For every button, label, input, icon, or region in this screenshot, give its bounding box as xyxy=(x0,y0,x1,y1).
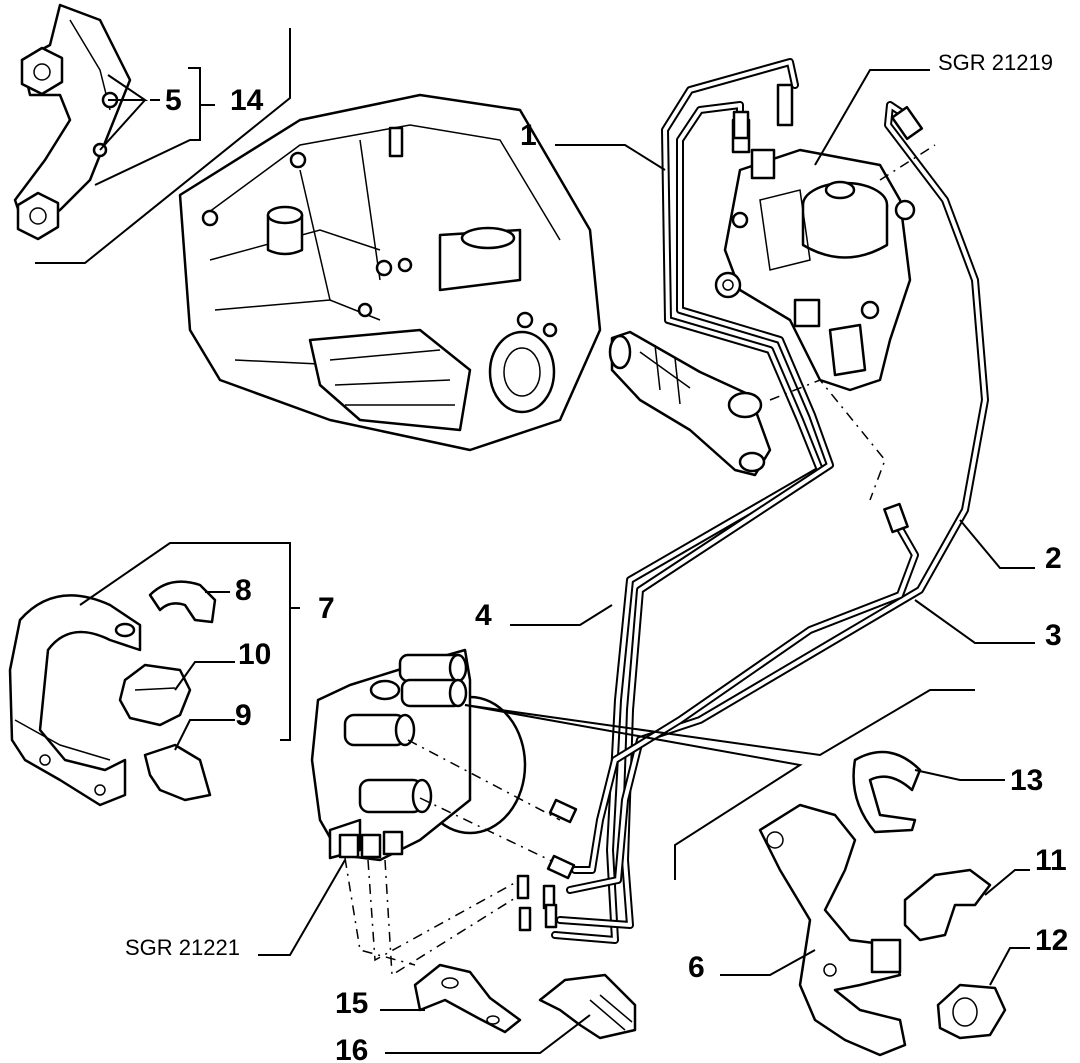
part-5-bracket xyxy=(13,3,132,241)
callout-10: 10 xyxy=(238,638,271,671)
reference-sgr-21219: SGR 21219 xyxy=(938,50,1053,75)
callout-13: 13 xyxy=(1010,764,1043,797)
callout-12: 12 xyxy=(1035,924,1068,957)
part-13-ring xyxy=(852,750,922,834)
callout-2: 2 xyxy=(1045,542,1062,575)
callout-11: 11 xyxy=(1035,844,1067,877)
callout-6: 6 xyxy=(688,951,705,984)
callout-14: 14 xyxy=(230,84,264,117)
part-8-clip xyxy=(148,580,217,624)
valve-block xyxy=(310,648,527,862)
callout-8: 8 xyxy=(235,574,252,607)
alignment-line xyxy=(879,144,936,181)
callout-1: 1 xyxy=(520,119,537,152)
gearbox-housing xyxy=(178,93,602,452)
callout-5: 5 xyxy=(165,84,182,117)
alignment-line xyxy=(419,797,561,866)
callout-16: 16 xyxy=(335,1034,368,1063)
callout-7: 7 xyxy=(318,592,335,625)
callout-15: 15 xyxy=(335,987,368,1020)
part-11-clip xyxy=(903,868,992,942)
leader-lines xyxy=(35,28,1035,1054)
part-15-bracket xyxy=(413,963,522,1034)
pipe-fittings xyxy=(516,798,578,932)
clamp-strap xyxy=(8,594,142,807)
part-16-clip xyxy=(538,973,637,1040)
callout-4: 4 xyxy=(475,599,492,632)
hydraulic-pipes xyxy=(551,58,989,944)
part-9-clip xyxy=(143,743,212,802)
alignment-line xyxy=(344,857,416,966)
alignment-line xyxy=(367,859,521,962)
reference-sgr-21221: SGR 21221 xyxy=(125,935,240,960)
alignment-line xyxy=(384,859,521,977)
alignment-line xyxy=(769,379,886,501)
pump-unit-top xyxy=(714,83,916,392)
alignment-line xyxy=(407,739,561,821)
actuator-cylinder xyxy=(608,330,772,477)
part-10-clip xyxy=(118,663,192,727)
callout-labels: 1 2 3 4 5 6 7 8 9 10 11 12 13 14 15 16 S… xyxy=(125,50,1068,1063)
callout-3: 3 xyxy=(1045,619,1062,652)
callout-9: 9 xyxy=(235,699,252,732)
part-6-bracket xyxy=(758,803,907,1057)
part-12-block xyxy=(936,983,1007,1040)
